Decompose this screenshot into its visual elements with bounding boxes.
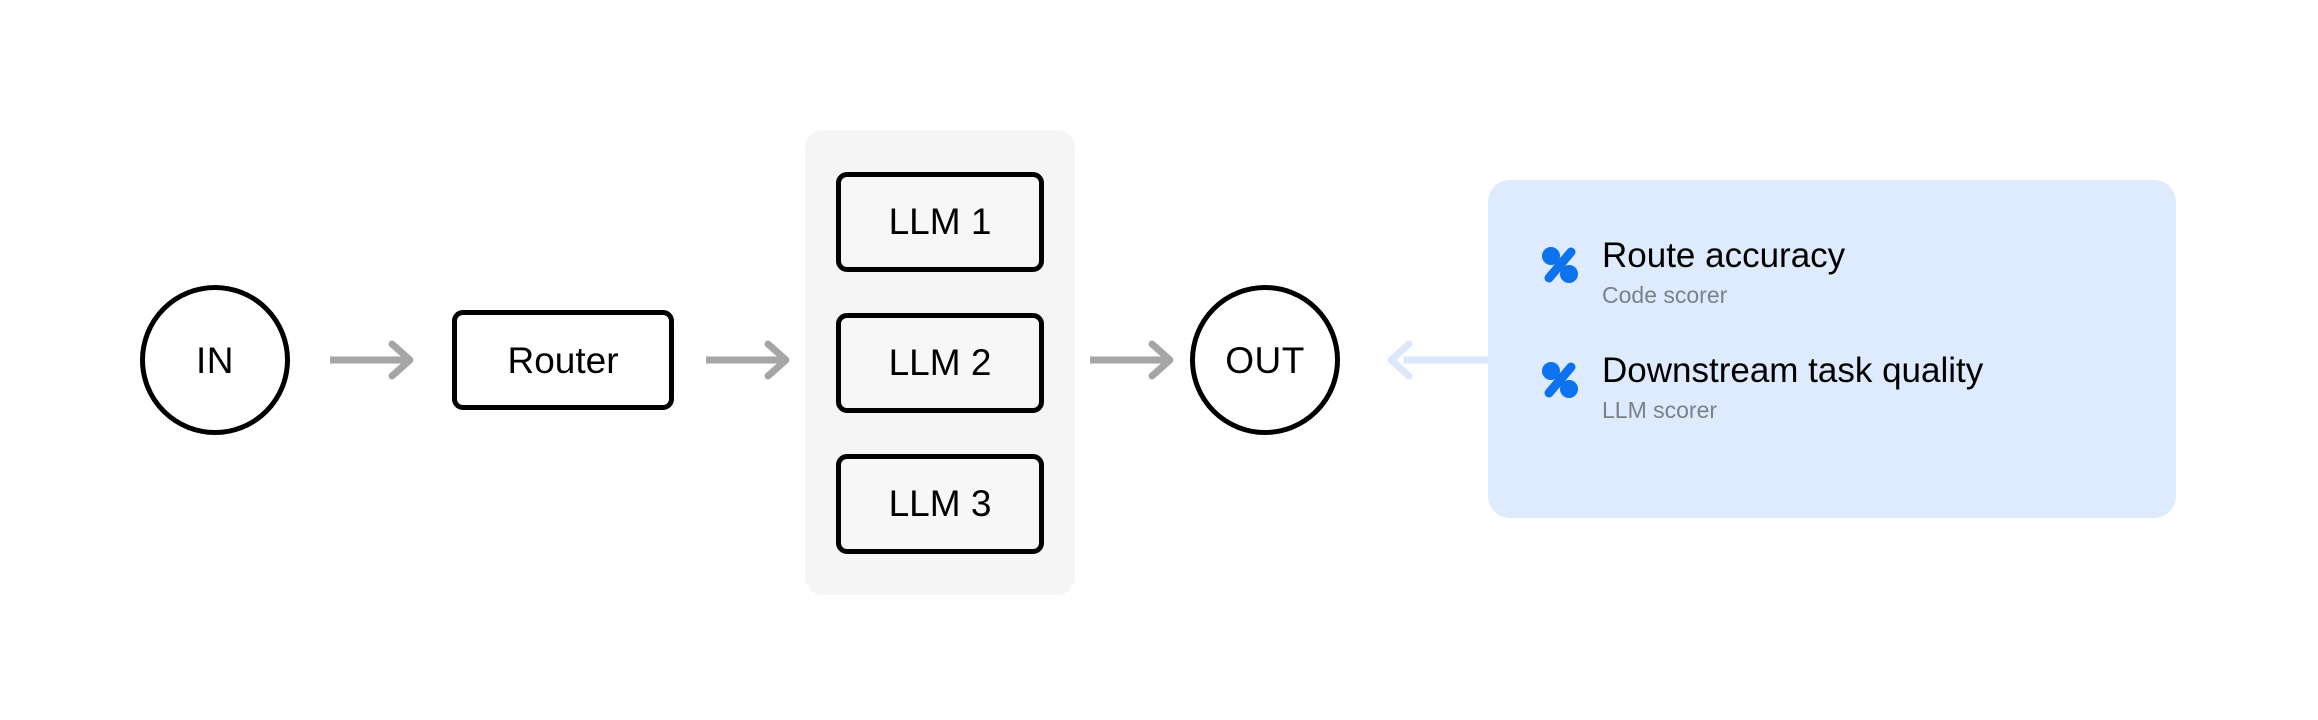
percent-icon: [1540, 245, 1580, 285]
node-llm-1-label: LLM 1: [888, 201, 992, 242]
node-llm-3-label: LLM 3: [888, 483, 992, 524]
node-llm-3[interactable]: LLM 3: [836, 453, 1044, 554]
scorer-item-subtitle: LLM scorer: [1602, 397, 1718, 424]
arrow-in-to-router: [328, 340, 420, 385]
node-out-label: OUT: [1225, 339, 1305, 381]
arrow-router-to-llms: [704, 340, 796, 385]
node-router-label: Router: [507, 339, 619, 381]
node-out[interactable]: OUT: [1190, 285, 1340, 435]
scorer-item-title: Downstream task quality: [1602, 351, 1984, 391]
node-in[interactable]: IN: [140, 285, 290, 435]
scorer-item-route-accuracy[interactable]: Route accuracy Code scorer: [1540, 236, 2176, 309]
node-router[interactable]: Router: [452, 310, 674, 410]
percent-icon: [1540, 360, 1580, 400]
node-llm-2[interactable]: LLM 2: [836, 312, 1044, 413]
scorer-card: Route accuracy Code scorer Downstream ta…: [1488, 180, 2176, 518]
llm-group: LLM 1 LLM 2 LLM 3: [805, 130, 1075, 595]
scorer-item-subtitle: Code scorer: [1602, 281, 1728, 308]
scorer-item-text: Route accuracy Code scorer: [1602, 236, 1845, 309]
arrow-llms-to-out: [1088, 340, 1180, 385]
node-in-label: IN: [196, 339, 234, 381]
arrow-card-to-out: [1385, 340, 1497, 385]
node-llm-2-label: LLM 2: [888, 342, 992, 383]
scorer-item-title: Route accuracy: [1602, 236, 1846, 275]
scorer-item-downstream-task-quality[interactable]: Downstream task quality LLM scorer: [1540, 351, 2176, 424]
node-llm-1[interactable]: LLM 1: [836, 171, 1044, 272]
scorer-item-text: Downstream task quality LLM scorer: [1602, 351, 1983, 424]
